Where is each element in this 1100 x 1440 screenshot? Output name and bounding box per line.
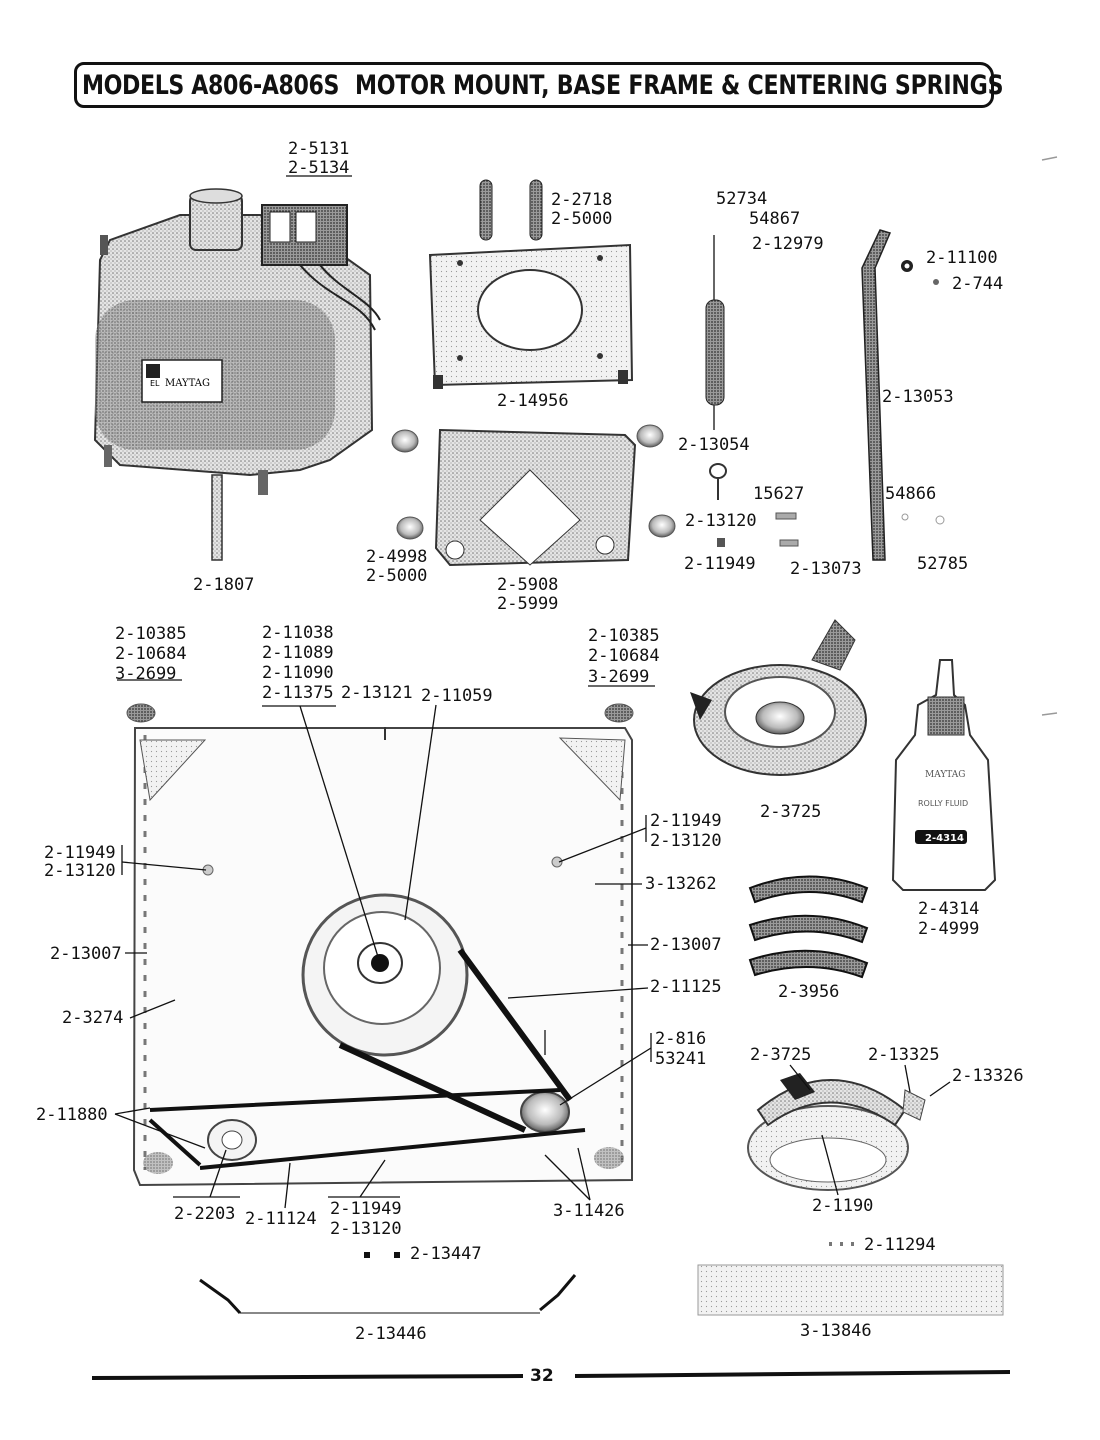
label-2-3725-bottom: 2-3725 bbox=[750, 1045, 812, 1065]
label-52734: 52734 bbox=[716, 189, 768, 209]
motor-badge-prefix: EL bbox=[150, 379, 160, 388]
label-2-13446: 2-13446 bbox=[355, 1324, 427, 1344]
bottle-badge: 2-4314 bbox=[925, 833, 964, 844]
label-2-1807: 2-1807 bbox=[193, 575, 255, 595]
base-frame bbox=[126, 703, 634, 1187]
bottle-text: ROLLY FLUID bbox=[918, 799, 968, 808]
label-2-13073: 2-13073 bbox=[790, 559, 862, 579]
label-2-4998: 2-4998 bbox=[366, 547, 428, 567]
label-2-10385-left: 2-10385 bbox=[115, 624, 187, 644]
label-2-13447: 2-13447 bbox=[410, 1244, 482, 1264]
label-2-3274: 2-3274 bbox=[62, 1008, 124, 1028]
label-2-4314: 2-4314 bbox=[918, 899, 980, 919]
label-2-10684-left: 2-10684 bbox=[115, 644, 187, 664]
label-2-11949: 2-11949 bbox=[684, 554, 756, 574]
label-2-11125: 2-11125 bbox=[650, 977, 722, 997]
label-2-11059: 2-11059 bbox=[421, 686, 493, 706]
page-number: 32 bbox=[530, 1366, 554, 1386]
pump-assembly bbox=[747, 1073, 926, 1191]
label-2-11089: 2-11089 bbox=[262, 643, 334, 663]
label-2-13120-right: 2-13120 bbox=[650, 831, 722, 851]
centering-spring bbox=[705, 235, 727, 500]
section-title: MOTOR MOUNT, BASE FRAME & CENTERING SPRI… bbox=[355, 70, 1004, 101]
belt-strips bbox=[748, 875, 869, 979]
label-2-11375: 2-11375 bbox=[262, 683, 334, 703]
label-3-11426: 3-11426 bbox=[553, 1201, 625, 1221]
label-2-744: 2-744 bbox=[952, 274, 1004, 294]
label-52785: 52785 bbox=[917, 554, 969, 574]
small-fasteners bbox=[717, 512, 799, 547]
shift-rod bbox=[861, 229, 945, 561]
label-2-10684-right: 2-10684 bbox=[588, 646, 660, 666]
label-2-5134: 2-5134 bbox=[288, 158, 350, 178]
label-2-3725-top: 2-3725 bbox=[760, 802, 822, 822]
label-2-5908: 2-5908 bbox=[497, 575, 559, 595]
label-2-13120: 2-13120 bbox=[685, 511, 757, 531]
title-frame bbox=[74, 62, 994, 108]
label-2-13325: 2-13325 bbox=[868, 1045, 940, 1065]
label-2-11124: 2-11124 bbox=[245, 1209, 317, 1229]
edge-mark bbox=[1041, 156, 1058, 161]
label-53241: 53241 bbox=[655, 1049, 707, 1069]
label-2-1190: 2-1190 bbox=[812, 1196, 874, 1216]
label-2-11949-left: 2-11949 bbox=[44, 843, 116, 863]
base-bracket bbox=[391, 424, 676, 567]
label-2-11038: 2-11038 bbox=[262, 623, 334, 643]
label-2-13007-right: 2-13007 bbox=[650, 935, 722, 955]
label-2-5000: 2-5000 bbox=[366, 566, 428, 586]
tiny-screws bbox=[829, 1242, 854, 1246]
label-2-13121: 2-13121 bbox=[341, 683, 413, 703]
label-2-13007-left: 2-13007 bbox=[50, 944, 122, 964]
label-2-3956: 2-3956 bbox=[778, 982, 840, 1002]
label-2-13120-left: 2-13120 bbox=[44, 861, 116, 881]
bottle-brand: MAYTAG bbox=[925, 770, 966, 780]
label-2-11100: 2-11100 bbox=[926, 248, 998, 268]
label-2-11090: 2-11090 bbox=[262, 663, 334, 683]
base-leader-lines bbox=[114, 679, 655, 1209]
label-2-10385-right: 2-10385 bbox=[588, 626, 660, 646]
label-2-11949-right: 2-11949 bbox=[650, 811, 722, 831]
label-2-14956: 2-14956 bbox=[497, 391, 569, 411]
label-2-13120-bottom: 2-13120 bbox=[330, 1219, 402, 1239]
footer-rule-left bbox=[91, 1374, 524, 1380]
brace-bar bbox=[199, 1274, 577, 1315]
oil-bottle bbox=[891, 659, 997, 891]
weather-strip bbox=[697, 1264, 1004, 1316]
motor-mount-plate bbox=[428, 243, 634, 389]
centering-springs-small bbox=[479, 179, 543, 241]
label-2-11880: 2-11880 bbox=[36, 1105, 108, 1125]
label-2-2718: 2-2718 bbox=[551, 190, 613, 210]
edge-mark bbox=[1041, 712, 1058, 716]
clip-marks bbox=[364, 1252, 400, 1258]
label-2-13326: 2-13326 bbox=[952, 1066, 1024, 1086]
label-15627: 15627 bbox=[753, 484, 805, 504]
label-54866: 54866 bbox=[885, 484, 937, 504]
label-2-13053: 2-13053 bbox=[882, 387, 954, 407]
label-2-2203: 2-2203 bbox=[174, 1204, 236, 1224]
label-2-5131: 2-5131 bbox=[288, 139, 350, 159]
label-2-5999: 2-5999 bbox=[497, 594, 559, 614]
label-2-5000: 2-5000 bbox=[551, 209, 613, 229]
label-2-816: 2-816 bbox=[655, 1029, 707, 1049]
label-2-4999: 2-4999 bbox=[918, 919, 980, 939]
label-3-2699-left: 3-2699 bbox=[115, 664, 177, 684]
models-title: MODELS A806-A806S bbox=[82, 70, 339, 101]
label-2-11294: 2-11294 bbox=[864, 1235, 936, 1255]
label-3-13846: 3-13846 bbox=[800, 1321, 872, 1341]
label-2-11949-bottom: 2-11949 bbox=[330, 1199, 402, 1219]
motor-badge-brand: MAYTAG bbox=[165, 378, 210, 389]
pump-leaders bbox=[789, 1064, 951, 1196]
label-2-13054: 2-13054 bbox=[678, 435, 750, 455]
agitator-cup bbox=[690, 619, 867, 776]
footer-rule-right bbox=[574, 1370, 1011, 1378]
label-2-12979: 2-12979 bbox=[752, 234, 824, 254]
label-3-2699-right: 3-2699 bbox=[588, 667, 650, 687]
motor-illustration bbox=[93, 188, 381, 561]
label-54867: 54867 bbox=[749, 209, 801, 229]
label-3-13262: 3-13262 bbox=[645, 874, 717, 894]
